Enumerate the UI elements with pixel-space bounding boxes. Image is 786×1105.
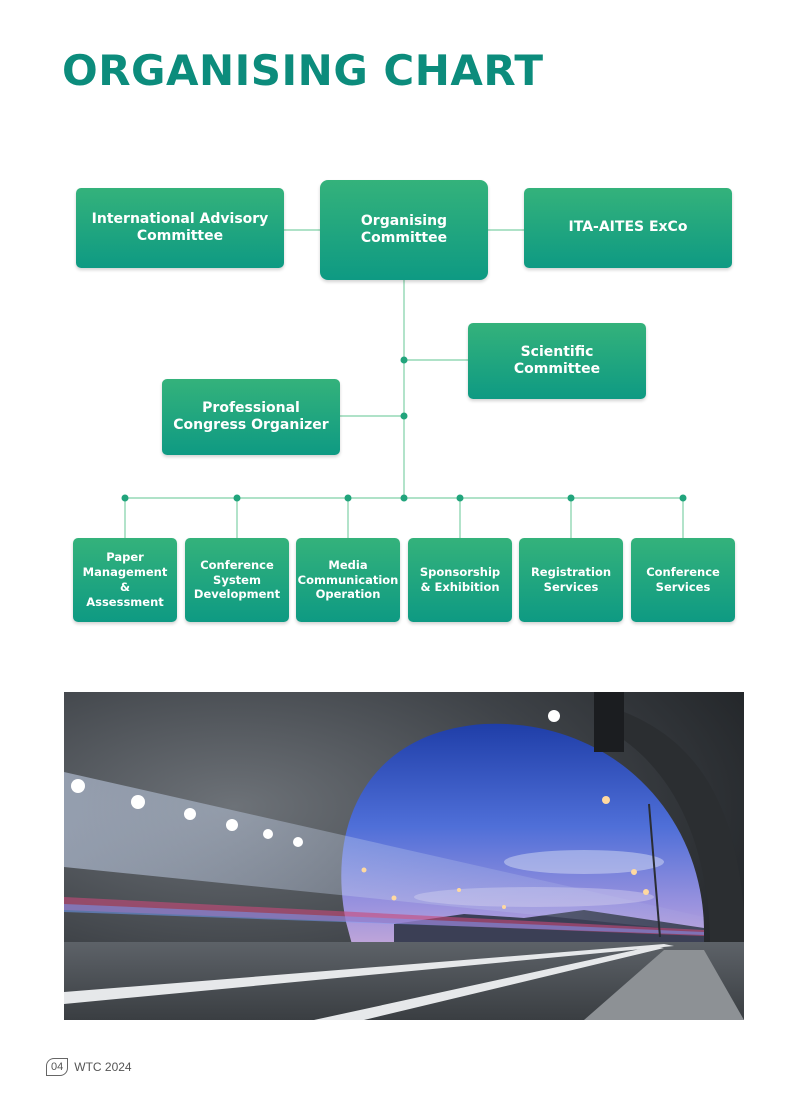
unit-conference-services-box: Conference Services (631, 538, 735, 622)
page-title: ORGANISING CHART (62, 46, 544, 95)
unit-media-communication-box: Media Communication Operation (296, 538, 400, 622)
professional-congress-organizer-box: Professional Congress Organizer (162, 379, 340, 455)
page-number: 04 (46, 1058, 69, 1076)
org-chart-connectors (121, 229, 687, 538)
unit-conference-system-box: Conference System Development (185, 538, 289, 622)
international-advisory-committee-box: International Advisory Committee (76, 188, 284, 268)
footer: 04 WTC 2024 (46, 1058, 132, 1076)
unit-paper-management-box: Paper Management & Assessment (73, 538, 177, 622)
tunnel-photo (64, 692, 744, 1020)
scientific-committee-box: Scientific Committee (468, 323, 646, 399)
footer-label: WTC 2024 (74, 1060, 132, 1074)
unit-registration-box: Registration Services (519, 538, 623, 622)
ita-aites-exco-box: ITA-AITES ExCo (524, 188, 732, 268)
unit-sponsorship-box: Sponsorship & Exhibition (408, 538, 512, 622)
organising-committee-box: Organising Committee (320, 180, 488, 280)
